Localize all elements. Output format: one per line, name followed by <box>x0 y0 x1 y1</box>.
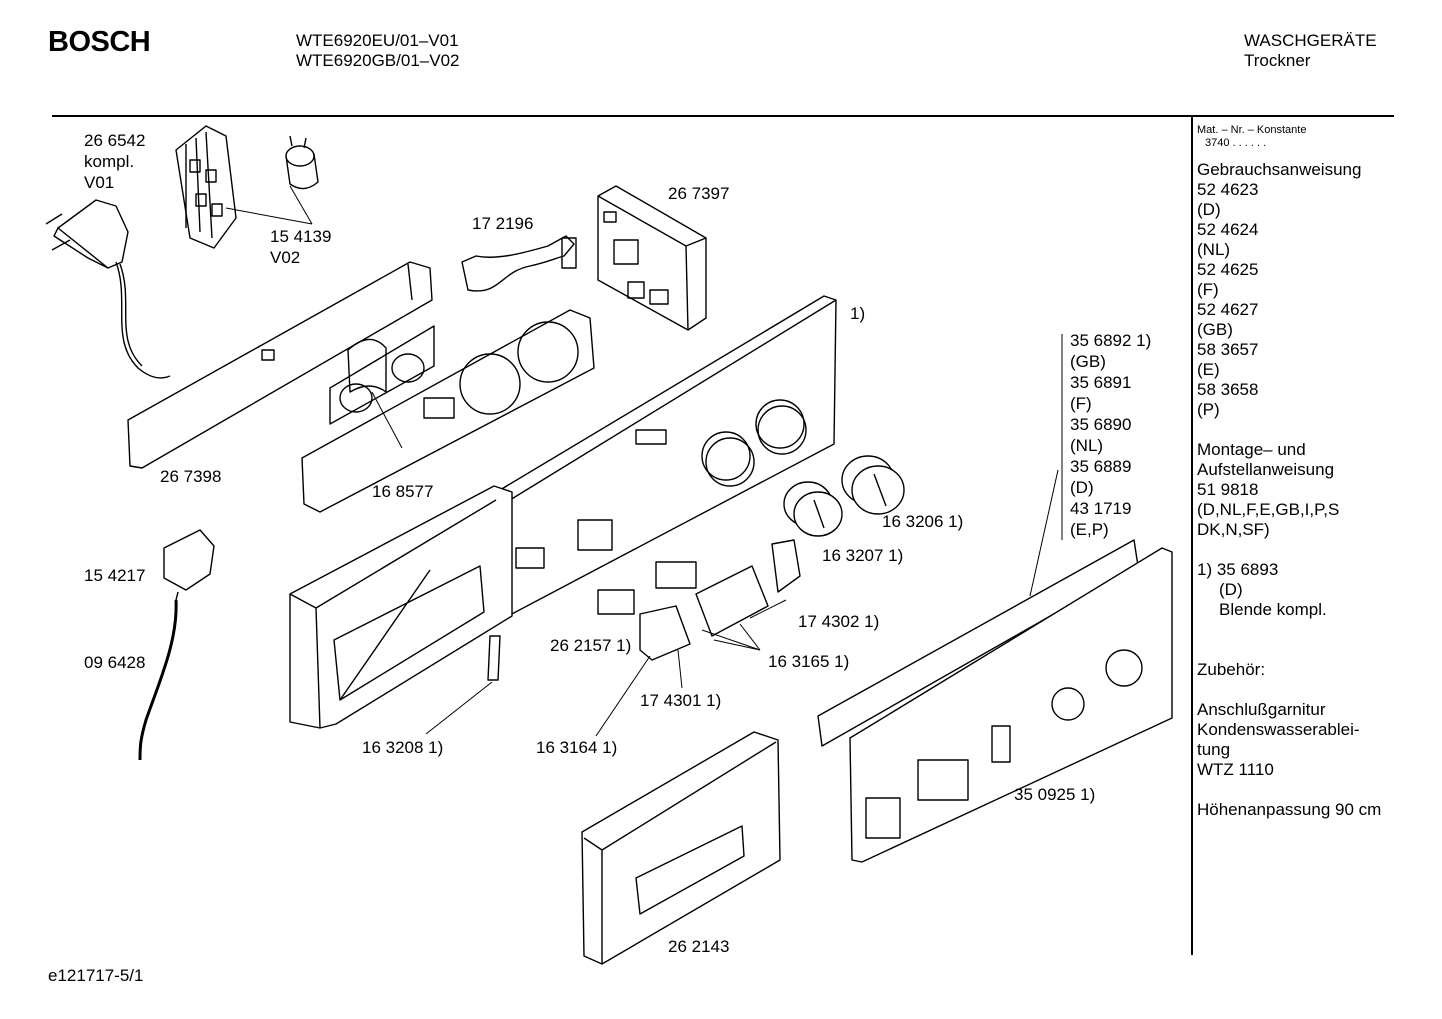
part-note: V02 <box>270 248 301 267</box>
part-label-168577: 16 8577 <box>372 482 434 501</box>
part-label-163208: 16 3208 1) <box>362 738 444 757</box>
manual-code: 58 3658 <box>1197 380 1259 399</box>
part-label-frame-note: 1) <box>850 304 866 323</box>
hose-drawing <box>138 599 178 761</box>
install-title: Aufstellanweisung <box>1197 460 1335 479</box>
part-label-154217: 15 4217 <box>84 566 146 585</box>
category-title: WASCHGERÄTE <box>1244 31 1377 50</box>
control-pcb-drawing <box>301 309 595 513</box>
footnote-code: 1) 35 6893 <box>1197 560 1279 579</box>
part-label-267398: 26 7398 <box>160 467 222 486</box>
exploded-parts-diagram <box>45 125 1173 965</box>
variant-item: (NL) <box>1070 436 1104 455</box>
manual-lang: (E) <box>1197 360 1220 379</box>
sidebar-divider <box>1191 115 1193 955</box>
fascia-frame-drawing <box>289 485 513 729</box>
button-cluster-drawings <box>597 539 801 661</box>
variant-item: 35 6892 1) <box>1070 331 1152 350</box>
variant-item: 35 6890 <box>1070 415 1132 434</box>
leader-lines <box>371 334 1063 737</box>
sidebar-info: Mat. – Nr. – Konstante 3740 . . . . . . … <box>1197 124 1417 820</box>
model-number-1: WTE6920EU/01–V01 <box>296 31 459 50</box>
accessories-title: Zubehör: <box>1197 660 1266 679</box>
category-subtitle: Trockner <box>1244 51 1311 70</box>
fascia-panel-drawing <box>849 547 1173 863</box>
model-number-2: WTE6920GB/01–V02 <box>296 51 460 70</box>
variant-item: 43 1719 <box>1070 499 1132 518</box>
document-id: e121717-5/1 <box>48 966 144 985</box>
accessory-item: Höhenanpassung 90 cm <box>1197 800 1382 819</box>
manual-lang: (GB) <box>1197 320 1233 339</box>
manual-code: 52 4624 <box>1197 220 1259 239</box>
manual-lang: (P) <box>1197 400 1220 419</box>
footnote-desc: Blende kompl. <box>1219 600 1327 619</box>
light-pipe-drawing <box>487 635 501 681</box>
manual-lang: (D) <box>1197 200 1221 219</box>
part-number: 26 6542 <box>84 131 146 150</box>
part-note: V01 <box>84 173 115 192</box>
ribbon-cable-drawing <box>461 235 577 292</box>
part-label-154139: 15 4139 V02 <box>270 226 331 268</box>
capacitor-drawing <box>285 135 319 190</box>
part-label-262143: 26 2143 <box>668 937 730 956</box>
part-label-266542: 26 6542 kompl. V01 <box>84 130 145 193</box>
variant-item: (D) <box>1070 478 1094 497</box>
part-label-262157: 26 2157 1) <box>550 636 632 655</box>
variant-item: 35 6889 <box>1070 457 1132 476</box>
drawer-front-drawing <box>581 731 781 965</box>
header-divider <box>52 115 1394 117</box>
part-label-163164: 16 3164 1) <box>536 738 618 757</box>
part-label-172196: 17 2196 <box>472 214 534 233</box>
brand-logo: BOSCH <box>48 26 151 58</box>
long-pcb-drawing <box>127 261 433 469</box>
variant-list: 35 6892 1) (GB) 35 6891 (F) 35 6890 (NL)… <box>1070 330 1151 540</box>
part-label-163165: 16 3165 1) <box>768 652 850 671</box>
accessory-item: Anschlußgarnitur <box>1197 700 1326 719</box>
part-label-163206: 16 3206 1) <box>882 512 964 531</box>
part-label-096428: 09 6428 <box>84 653 146 672</box>
manual-lang: (NL) <box>1197 240 1231 259</box>
accessory-item: Kondenswasserablei- <box>1197 720 1360 739</box>
manual-code: 52 4627 <box>1197 300 1259 319</box>
model-numbers: WTE6920EU/01–V01 WTE6920GB/01–V02 <box>296 31 459 71</box>
connector-block-drawing <box>175 125 237 249</box>
part-label-163207: 16 3207 1) <box>822 546 904 565</box>
accessory-item: tung <box>1197 740 1231 759</box>
manual-lang: (F) <box>1197 280 1219 299</box>
variant-item: (E,P) <box>1070 520 1109 539</box>
accessory-item: WTZ 1110 <box>1197 760 1274 779</box>
manual-code: 58 3657 <box>1197 340 1259 359</box>
control-module-drawing <box>597 185 707 331</box>
manual-title: Gebrauchsanweisung <box>1197 160 1362 179</box>
part-number: 15 4139 <box>270 227 332 246</box>
part-label-174301: 17 4301 1) <box>640 691 722 710</box>
power-cord-drawing <box>45 199 171 379</box>
footnote-lang: (D) <box>1219 580 1243 599</box>
part-note: kompl. <box>84 152 135 171</box>
install-langs: DK,N,SF) <box>1197 520 1270 539</box>
part-label-350925: 35 0925 1) <box>1014 785 1096 804</box>
knob-drawings <box>783 455 905 537</box>
variant-item: (GB) <box>1070 352 1106 371</box>
part-label-174302: 17 4302 1) <box>798 612 880 631</box>
category-block: WASCHGERÄTE Trockner <box>1244 31 1377 71</box>
variant-item: 35 6891 <box>1070 373 1132 392</box>
mat-number-value: 3740 . . . . . . <box>1205 137 1267 149</box>
part-label-267397: 26 7397 <box>668 184 730 203</box>
mat-number-header: Mat. – Nr. – Konstante <box>1197 124 1307 136</box>
manual-code: 52 4625 <box>1197 260 1259 279</box>
install-code: 51 9818 <box>1197 480 1259 499</box>
pressure-switch-drawing <box>163 529 215 601</box>
install-langs: (D,NL,F,E,GB,I,P,S <box>1197 500 1340 519</box>
manual-code: 52 4623 <box>1197 180 1259 199</box>
variant-item: (F) <box>1070 394 1092 413</box>
install-title: Montage– und <box>1197 440 1306 459</box>
